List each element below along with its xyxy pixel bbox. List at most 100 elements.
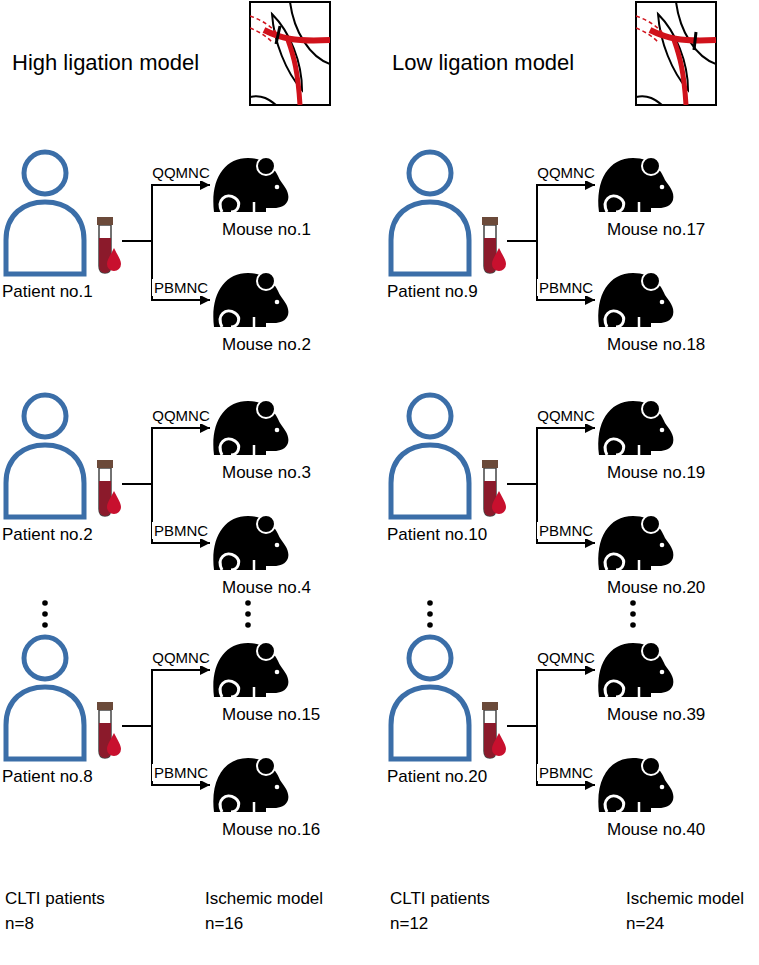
mouse-icon (595, 393, 677, 461)
mouse-node: Mouse no.18 (595, 265, 708, 355)
mouse-icon (595, 265, 677, 333)
edge-label: QQMNC (150, 407, 212, 424)
patient-node: Patient no.20 (385, 633, 507, 787)
mouse-eye (275, 300, 280, 305)
mouse-body (598, 158, 673, 212)
mouse-eye (275, 785, 280, 790)
mouse-leg (638, 802, 641, 812)
mouse-leg (253, 317, 256, 327)
mouse-eye (660, 543, 665, 548)
mouse-label: Mouse no.20 (595, 578, 708, 598)
low-ligation-inset (636, 2, 716, 105)
mouse-icon (210, 393, 292, 461)
patient-icon (0, 391, 122, 521)
patient-label: Patient no.20 (385, 767, 507, 787)
column-heading: Low ligation model (392, 50, 574, 76)
inset-frame (636, 2, 716, 105)
mouse-leg (638, 317, 641, 327)
patient-icon (385, 633, 507, 763)
mouse-tail (605, 311, 623, 327)
edge-label: QQMNC (150, 164, 212, 181)
column-heading: High ligation model (12, 50, 199, 76)
branch-arrow (507, 185, 595, 241)
mouse-body (213, 758, 288, 812)
mouse-leg (638, 202, 641, 212)
person-head (409, 637, 451, 679)
branch-arrow (507, 241, 595, 300)
mouse-tail (605, 554, 623, 570)
patient-node: Patient no.8 (0, 633, 122, 787)
mouse-leg (638, 445, 641, 455)
mouse-leg (253, 560, 256, 570)
edge-label: QQMNC (535, 649, 597, 666)
continuation-dots (42, 600, 636, 628)
edge-label: PBMNC (152, 522, 210, 539)
mouse-label: Mouse no.16 (210, 820, 323, 840)
mouse-leg (638, 687, 641, 697)
mouse-ear (257, 157, 275, 175)
mouse-eye (275, 185, 280, 190)
mouse-eye (660, 300, 665, 305)
mouse-ear (642, 757, 660, 775)
mouse-icon (210, 635, 292, 703)
mouse-body (213, 158, 288, 212)
mouse-eye (660, 670, 665, 675)
group-count: CLTI patients n=8 (5, 886, 123, 936)
edge-label: PBMNC (537, 764, 595, 781)
mouse-body (598, 643, 673, 697)
mouse-ear (642, 642, 660, 660)
mouse-node: Mouse no.20 (595, 508, 708, 598)
mouse-eye (275, 670, 280, 675)
mouse-icon (210, 150, 292, 218)
mouse-label: Mouse no.18 (595, 335, 708, 355)
person-body (6, 687, 84, 759)
person-head (24, 637, 66, 679)
mouse-body (213, 273, 288, 327)
branch-arrow (122, 428, 210, 484)
patient-label: Patient no.2 (0, 525, 122, 545)
patient-node: Patient no.2 (0, 391, 122, 545)
mouse-eye (275, 543, 280, 548)
high-ligation-inset (250, 2, 330, 105)
branch-arrow (122, 484, 210, 543)
edge-label: QQMNC (535, 164, 597, 181)
person-head (409, 395, 451, 437)
mouse-leg (253, 202, 256, 212)
mouse-tail (605, 681, 623, 697)
mouse-label: Mouse no.40 (595, 820, 708, 840)
mouse-tail (220, 554, 238, 570)
tube-cap (482, 217, 498, 225)
mouse-icon (210, 750, 292, 818)
person-body (6, 202, 84, 274)
femoral-artery (264, 30, 330, 41)
mouse-ear (642, 272, 660, 290)
mouse-body (213, 643, 288, 697)
tube-cap (97, 460, 113, 468)
mouse-label: Mouse no.17 (595, 220, 708, 240)
mouse-body (598, 758, 673, 812)
mouse-tail (220, 796, 238, 812)
mouse-node: Mouse no.19 (595, 393, 708, 483)
patient-label: Patient no.1 (0, 282, 122, 302)
mouse-ear (642, 515, 660, 533)
person-body (391, 202, 469, 274)
mouse-eye (275, 428, 280, 433)
branch-arrow (122, 241, 210, 300)
mouse-node: Mouse no.15 (210, 635, 323, 725)
mouse-ear (257, 272, 275, 290)
mouse-icon (210, 508, 292, 576)
mouse-body (598, 401, 673, 455)
branch-arrow (122, 726, 210, 785)
mouse-ear (642, 157, 660, 175)
mouse-ear (257, 400, 275, 418)
patient-icon (385, 391, 507, 521)
mouse-tail (220, 681, 238, 697)
branch-arrow (507, 670, 595, 726)
mouse-node: Mouse no.4 (210, 508, 313, 598)
mouse-ear (642, 400, 660, 418)
mouse-label: Mouse no.1 (210, 220, 313, 240)
patient-label: Patient no.8 (0, 767, 122, 787)
ligation-mark (694, 32, 696, 50)
